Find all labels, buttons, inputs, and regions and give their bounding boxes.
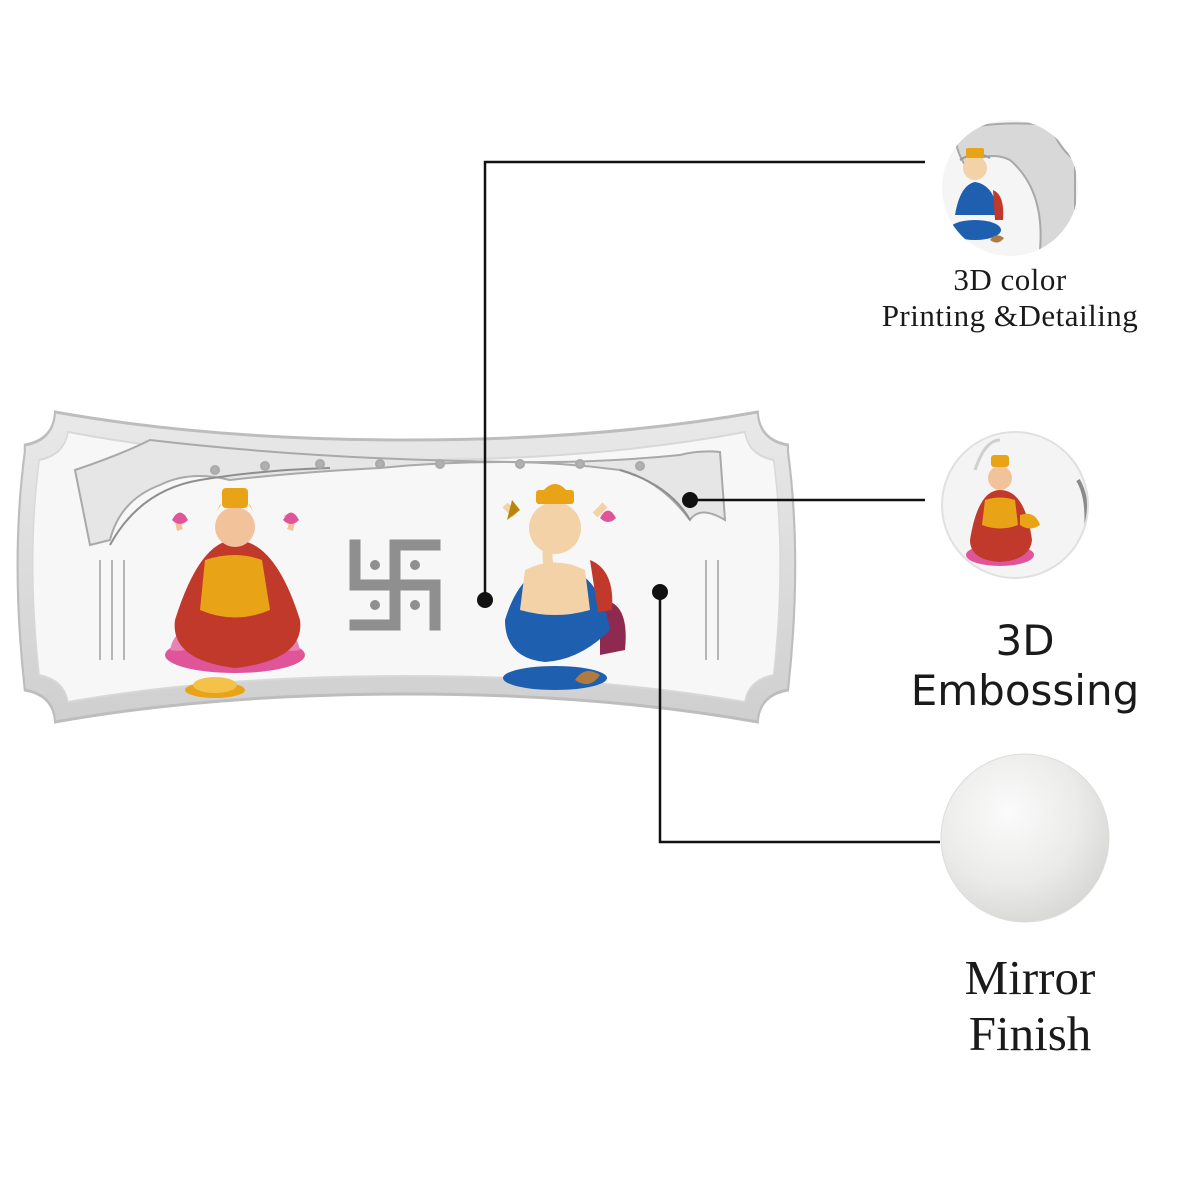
leader-dot-mirror-finish — [652, 584, 668, 600]
color-printing-thumbnail — [942, 120, 1078, 256]
caption-color-printing: 3D color Printing &Detailing — [830, 262, 1190, 334]
caption-mirror-finish: Mirror Finish — [880, 950, 1180, 1062]
mirror-finish-swatch — [940, 753, 1110, 923]
embossing-thumbnail — [941, 431, 1089, 579]
swastik-icon — [349, 539, 441, 631]
caption-line: Finish — [968, 1006, 1092, 1061]
leader-line-mirror-finish — [658, 592, 940, 844]
caption-line: Mirror — [964, 950, 1096, 1005]
arch-ornament — [73, 438, 727, 660]
lakshmi-figure — [165, 488, 305, 698]
lotus-icon — [172, 512, 299, 524]
leader-dot-color-printing — [477, 592, 493, 608]
leader-lines — [483, 160, 940, 844]
caption-line: 3D — [995, 616, 1055, 665]
caption-line: 3D color — [953, 262, 1067, 297]
leader-dot-embossing — [682, 492, 698, 508]
caption-line: Printing &Detailing — [881, 298, 1139, 333]
leader-line-color-printing — [483, 160, 925, 600]
caption-embossing: 3D Embossing — [880, 616, 1170, 716]
ganesh-figure — [502, 484, 626, 690]
caption-line: Embossing — [910, 666, 1140, 715]
